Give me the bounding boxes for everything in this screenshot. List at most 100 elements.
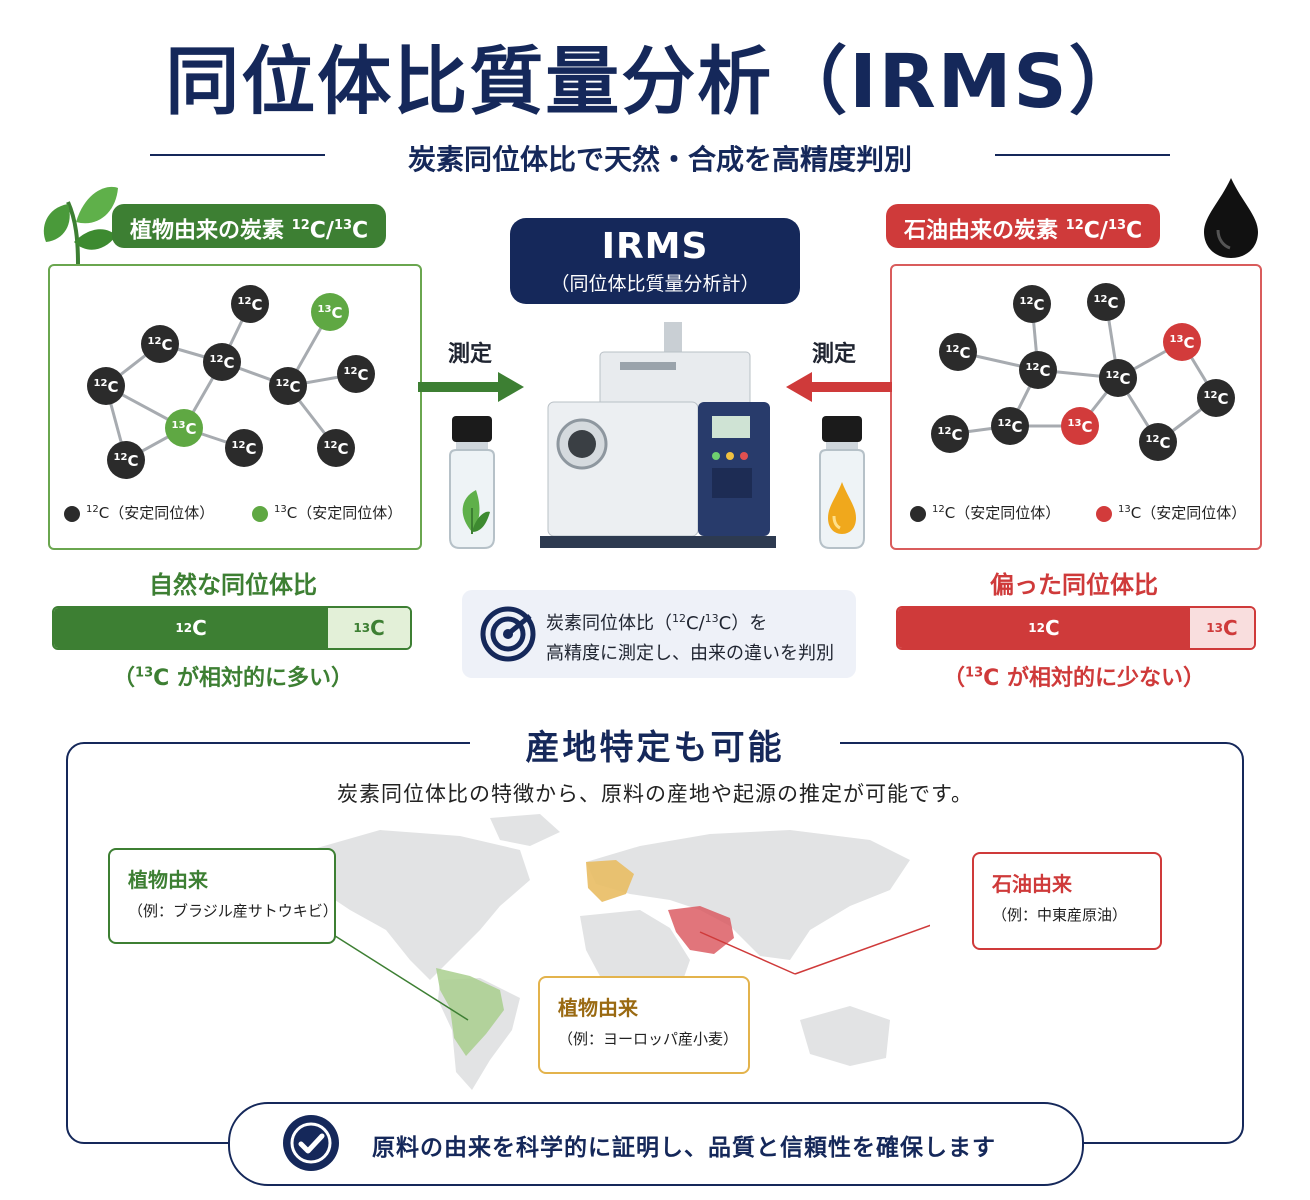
svg-text:12C: 12C <box>938 426 963 444</box>
middle-east-region <box>668 906 734 954</box>
europe-region <box>586 860 634 902</box>
carbon13-dot-icon <box>1096 505 1112 522</box>
carbon12-atom: 12C <box>141 325 179 363</box>
svg-text:12C: 12C <box>1204 390 1229 408</box>
carbon12-atom: 12C <box>107 441 145 479</box>
svg-text:12C: 12C <box>998 418 1023 436</box>
natural-ratio-title: 自然な同位体比 <box>149 571 317 599</box>
svg-text:13C: 13C <box>1170 334 1195 352</box>
page-title: 同位体比質量分析（IRMS） <box>165 39 1145 125</box>
subtitle-row: 炭素同位体比で天然・合成を高精度判別 <box>150 138 1170 178</box>
carbon12-atom: 12C <box>225 429 263 467</box>
irms-badge: IRMS （同位体比質量分析計） <box>510 218 800 304</box>
callout-mideast: 石油由来 （例：中東産原油） <box>972 852 1162 950</box>
carbon12-atom: 12C <box>1013 285 1051 323</box>
arrow-left-icon <box>786 372 892 402</box>
svg-text:13C: 13C <box>1068 418 1093 436</box>
skewed-ratio-title: 偏った同位体比 <box>990 571 1158 599</box>
svg-text:12C: 12C <box>114 452 139 470</box>
plant-carbon-label: 植物由来の炭素 12C/13C <box>112 204 387 248</box>
carbon12-atom: 12C <box>991 407 1029 445</box>
target-icon <box>480 606 536 662</box>
irms-subtitle: （同位体比質量分析計） <box>550 273 760 295</box>
callout-line-brazil <box>331 933 469 1021</box>
callout-europe-title: 植物由来 <box>558 996 638 1020</box>
subtitle: 炭素同位体比で天然・合成を高精度判別 <box>407 143 912 176</box>
svg-text:12C: 12C <box>238 296 263 314</box>
carbon12-atom: 12C <box>1197 379 1235 417</box>
carbon12-atom: 12C <box>1099 359 1137 397</box>
oil-sample-vial-icon <box>819 416 865 549</box>
svg-text:12C: 12C <box>344 366 369 384</box>
legend-12c-right: 12C（安定同位体） <box>910 502 1060 523</box>
callout-brazil-sub: （例：ブラジル産サトウキビ） <box>128 902 338 920</box>
measure-label-left: 測定 <box>448 342 493 367</box>
callout-line-mideast <box>699 931 796 975</box>
carbon13-atom: 13C <box>311 293 349 331</box>
irms-instrument-icon <box>540 322 776 548</box>
callout-europe-sub: （例：ヨーロッパ産小麦） <box>558 1030 739 1048</box>
plant-ratio-note: （13C が相対的に多い） <box>113 665 353 691</box>
australia-shape <box>800 1006 890 1066</box>
plant-sample-vial-icon <box>449 416 495 549</box>
svg-text:12C: 12C <box>324 440 349 458</box>
petroleum-carbon-label: 石油由来の炭素 12C/13C <box>886 204 1161 248</box>
svg-text:12C: 12C <box>148 336 173 354</box>
north-america-shape <box>310 830 530 980</box>
region-title: 産地特定も可能 <box>525 728 785 768</box>
greenland-shape <box>490 814 560 846</box>
oil-drop-icon <box>1204 178 1258 258</box>
carbon13-atom: 13C <box>1061 407 1099 445</box>
carbon12-atom: 12C <box>203 343 241 381</box>
svg-text:12C: 12C <box>94 378 119 396</box>
check-circle-icon <box>283 1115 339 1171</box>
legend-12c: 12C（安定同位体） <box>64 502 214 523</box>
carbon12-atom: 12C <box>317 429 355 467</box>
svg-text:12C: 12C <box>1020 296 1045 314</box>
measure-label-right: 測定 <box>812 342 857 367</box>
legend-13c-right: 13C（安定同位体） <box>1096 502 1246 523</box>
region-description: 炭素同位体比の特徴から、原料の産地や起源の推定が可能です。 <box>337 782 973 806</box>
callout-europe: 植物由来 （例：ヨーロッパ産小麦） <box>538 976 750 1074</box>
leaf-icon <box>43 186 118 265</box>
petroleum-ratio-note: （13C が相対的に少ない） <box>943 665 1205 691</box>
conclusion-banner: 原料の由来を科学的に証明し、品質と信頼性を確保します <box>228 1102 1084 1186</box>
eurasia-shape <box>586 830 910 960</box>
svg-text:13C: 13C <box>172 420 197 438</box>
subtitle-rule-right <box>995 154 1170 156</box>
carbon12-atom: 12C <box>1019 351 1057 389</box>
carbon13-dot-icon <box>252 505 268 522</box>
info-text: 炭素同位体比（12C/13C）を 高精度に測定し、由来の違いを判別 <box>546 612 834 664</box>
carbon12-atom: 12C <box>939 333 977 371</box>
svg-text:12C: 12C <box>210 354 235 372</box>
info-box: 炭素同位体比（12C/13C）を 高精度に測定し、由来の違いを判別 <box>462 590 856 678</box>
irms-name: IRMS <box>601 226 709 267</box>
region-title-wrap: 産地特定も可能 <box>470 720 840 768</box>
svg-text:12C: 12C <box>1106 370 1131 388</box>
brazil-region <box>436 968 504 1056</box>
carbon12-dot-icon <box>910 505 926 522</box>
carbon12-atom: 12C <box>931 415 969 453</box>
callout-mideast-title: 石油由来 <box>992 872 1072 896</box>
carbon12-atom: 12C <box>231 285 269 323</box>
svg-text:12C: 12C <box>1026 362 1051 380</box>
conclusion-text: 原料の由来を科学的に証明し、品質と信頼性を確保します <box>372 1135 996 1161</box>
svg-text:12C: 12C <box>1146 434 1171 452</box>
carbon12-atom: 12C <box>1139 423 1177 461</box>
callout-mideast-sub: （例：中東産原油） <box>992 906 1128 924</box>
carbon13-atom: 13C <box>1163 323 1201 361</box>
svg-text:12C: 12C <box>232 440 257 458</box>
arrow-right-icon <box>418 372 524 402</box>
carbon13-atom: 13C <box>165 409 203 447</box>
carbon12-atom: 12C <box>269 367 307 405</box>
carbon12-atom: 12C <box>337 355 375 393</box>
